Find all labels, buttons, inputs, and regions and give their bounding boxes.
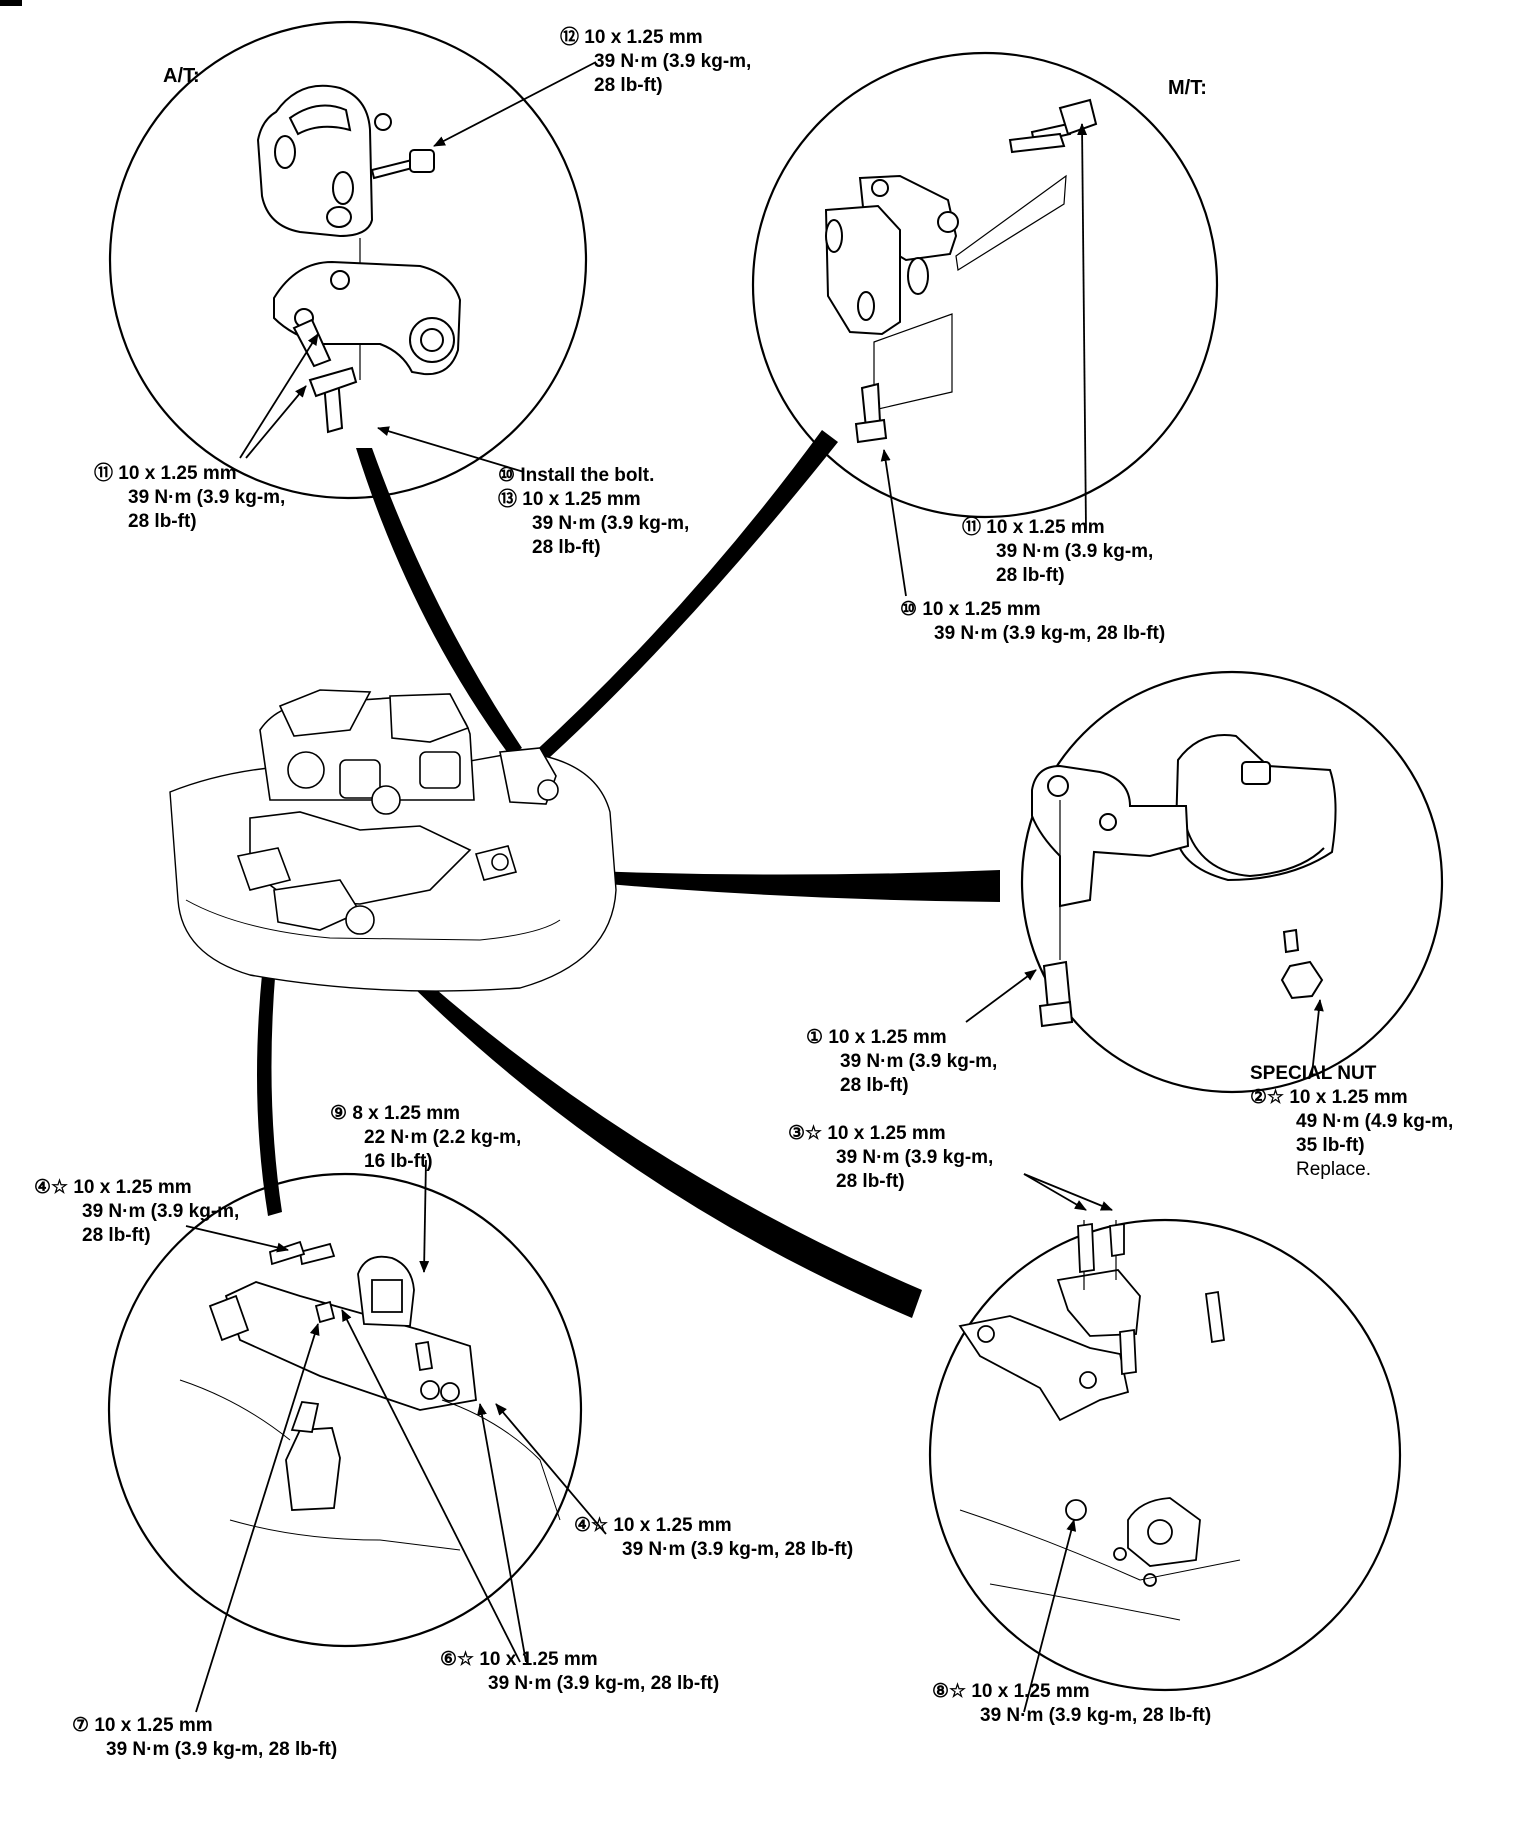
callout-1: ① 10 x 1.25 mm 39 N·m (3.9 kg-m, 28 lb-f… [806, 1026, 997, 1098]
callout-num: ⑥☆ [440, 1649, 475, 1670]
band-side-mount [520, 868, 1000, 902]
callout-2-special-nut: SPECIAL NUT ②☆ 10 x 1.25 mm 49 N·m (4.9 … [1250, 1062, 1453, 1182]
callout-line: 39 N·m (3.9 kg-m, [836, 1147, 994, 1168]
callout-line: 16 lb-ft) [364, 1151, 433, 1172]
callout-8: ⑧☆ 10 x 1.25 mm 39 N·m (3.9 kg-m, 28 lb-… [932, 1680, 1211, 1728]
side-mount-circle [1020, 670, 1444, 1094]
callout-6: ⑥☆ 10 x 1.25 mm 39 N·m (3.9 kg-m, 28 lb-… [440, 1648, 719, 1696]
callout-line: 10 x 1.25 mm [971, 1681, 1090, 1702]
callout-10-13-at: ⑩ Install the bolt. ⑬ 10 x 1.25 mm 39 N·… [498, 464, 689, 560]
callout-line: 10 x 1.25 mm [584, 27, 703, 48]
callout-num: ⑩ [498, 465, 516, 486]
callout-line: 39 N·m (3.9 kg-m, 28 lb-ft) [980, 1705, 1212, 1726]
callout-line: 39 N·m (3.9 kg-m, 28 lb-ft) [622, 1539, 854, 1560]
callout-line: 39 N·m (3.9 kg-m, 28 lb-ft) [934, 623, 1166, 644]
callout-line: 10 x 1.25 mm [94, 1715, 213, 1736]
callout-num: ① [806, 1027, 824, 1048]
callout-4-left: ④☆ 10 x 1.25 mm 39 N·m (3.9 kg-m, 28 lb-… [34, 1176, 239, 1248]
callout-note: Install the bolt. [520, 465, 655, 486]
band-at-mount [356, 448, 522, 756]
callout-line: 39 N·m (3.9 kg-m, [840, 1051, 998, 1072]
callout-num: ⑦ [72, 1715, 90, 1736]
mt-mount-drawing [824, 98, 1098, 444]
rear-right-circle [928, 1218, 1402, 1692]
callout-num: ⑬ [498, 489, 518, 510]
callout-num: ⑪ [962, 517, 982, 538]
callout-title: SPECIAL NUT [1250, 1063, 1377, 1084]
callout-line: 10 x 1.25 mm [1289, 1087, 1408, 1108]
rear-left-drawing [179, 1240, 561, 1551]
callout-line: 10 x 1.25 mm [118, 463, 237, 484]
callout-line: 10 x 1.25 mm [522, 489, 641, 510]
callout-line: 28 lb-ft) [836, 1171, 905, 1192]
callout-line: 28 lb-ft) [532, 537, 601, 558]
callout-line: 10 x 1.25 mm [827, 1123, 946, 1144]
callout-num: ③☆ [788, 1123, 823, 1144]
callout-line: 39 N·m (3.9 kg-m, [996, 541, 1154, 562]
callout-line: 10 x 1.25 mm [986, 517, 1105, 538]
band-rear-left [257, 924, 282, 1216]
callout-num: ⑪ [94, 463, 114, 484]
callout-line: 28 lb-ft) [82, 1225, 151, 1246]
callout-line: 10 x 1.25 mm [922, 599, 1041, 620]
callout-7: ⑦ 10 x 1.25 mm 39 N·m (3.9 kg-m, 28 lb-f… [72, 1714, 337, 1762]
callout-line: 10 x 1.25 mm [73, 1177, 192, 1198]
callout-line: 39 N·m (3.9 kg-m, [128, 487, 286, 508]
rear-right-drawing [958, 1220, 1241, 1621]
callout-num: ④☆ [574, 1515, 609, 1536]
mt-mount-circle [751, 51, 1219, 519]
callout-num: ⑧☆ [932, 1681, 967, 1702]
rear-left-circle [107, 1172, 583, 1648]
callout-line: 10 x 1.25 mm [613, 1515, 732, 1536]
side-mount-drawing [1031, 734, 1337, 1028]
callout-num: ②☆ [1250, 1087, 1285, 1108]
callout-line: 49 N·m (4.9 kg-m, [1296, 1111, 1454, 1132]
callout-line: 28 lb-ft) [996, 565, 1065, 586]
callout-line: 28 lb-ft) [128, 511, 197, 532]
callout-line: 28 lb-ft) [840, 1075, 909, 1096]
callout-line: 28 lb-ft) [594, 75, 663, 96]
callout-num: ⑫ [560, 27, 580, 48]
callout-num: ⑩ [900, 599, 918, 620]
callout-line: 10 x 1.25 mm [479, 1649, 598, 1670]
callout-line: 39 N·m (3.9 kg-m, [532, 513, 690, 534]
band-mt-mount [528, 430, 838, 768]
callout-3: ③☆ 10 x 1.25 mm 39 N·m (3.9 kg-m, 28 lb-… [788, 1122, 993, 1194]
callout-12: ⑫ 10 x 1.25 mm 39 N·m (3.9 kg-m, 28 lb-f… [560, 26, 751, 98]
engine-assembly [169, 689, 617, 992]
callout-4-right: ④☆ 10 x 1.25 mm 39 N·m (3.9 kg-m, 28 lb-… [574, 1514, 853, 1562]
callout-line: 8 x 1.25 mm [352, 1103, 461, 1124]
callout-line: 22 N·m (2.2 kg-m, [364, 1127, 522, 1148]
at-mount-drawing [256, 84, 462, 434]
callout-line: 39 N·m (3.9 kg-m, 28 lb-ft) [106, 1739, 338, 1760]
connector-bands [257, 430, 1000, 1318]
at-header: A/T: [163, 65, 200, 87]
mt-header: M/T: [1168, 77, 1207, 99]
callout-line: 39 N·m (3.9 kg-m, 28 lb-ft) [488, 1673, 720, 1694]
callout-11-at: ⑪ 10 x 1.25 mm 39 N·m (3.9 kg-m, 28 lb-f… [94, 462, 285, 534]
callout-line: 10 x 1.25 mm [828, 1027, 947, 1048]
band-rear-right [384, 950, 922, 1318]
callout-num: ④☆ [34, 1177, 69, 1198]
corner-mark [0, 0, 22, 6]
callout-11-mt: ⑪ 10 x 1.25 mm 39 N·m (3.9 kg-m, 28 lb-f… [962, 516, 1153, 588]
leader-lines [185, 61, 1324, 1713]
callout-line: 39 N·m (3.9 kg-m, [594, 51, 752, 72]
callout-line: 35 lb-ft) [1296, 1135, 1365, 1156]
callout-note: Replace. [1296, 1159, 1371, 1180]
callout-10-mt: ⑩ 10 x 1.25 mm 39 N·m (3.9 kg-m, 28 lb-f… [900, 598, 1165, 646]
callout-num: ⑨ [330, 1103, 348, 1124]
callout-line: 39 N·m (3.9 kg-m, [82, 1201, 240, 1222]
callout-9: ⑨ 8 x 1.25 mm 22 N·m (2.2 kg-m, 16 lb-ft… [330, 1102, 521, 1174]
at-mount-circle [108, 20, 588, 500]
